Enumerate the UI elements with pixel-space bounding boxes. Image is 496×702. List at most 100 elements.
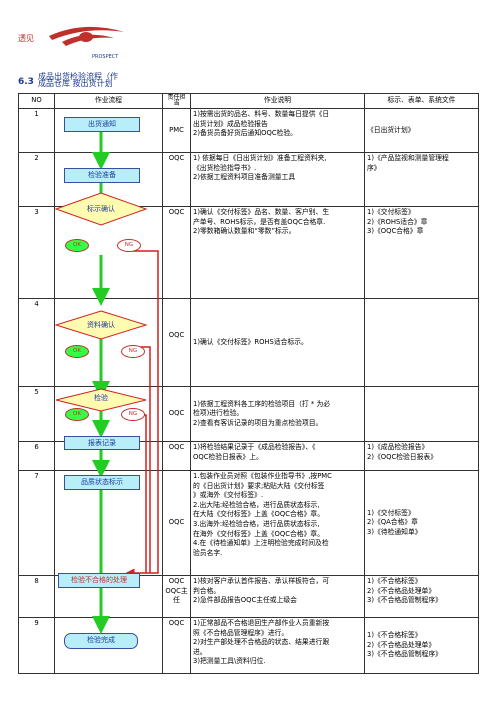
- desc-line: 检项)进行检验。: [193, 409, 244, 418]
- ok-badge: OK: [65, 408, 89, 421]
- node-label-confirm: 标示确认: [87, 205, 115, 213]
- flow-cell: [54, 298, 163, 387]
- row-resp: OQC: [162, 441, 191, 471]
- table-row: 8 OQC OQC主任 1)核对客户承认首件报告、承认样板符合，可 判合格。 2…: [18, 575, 479, 618]
- row-desc: 1)正常部品不合格退回生产部作业人员重新按 照《不合格品管理程序》进行。 2)对…: [190, 617, 365, 674]
- row-ref: 1)《交付标签》 2)《ROHS适合》章 3)《OQC合格》章: [364, 206, 479, 299]
- row-ref: 《日出货计划》: [364, 108, 479, 153]
- row-resp: OQC: [162, 470, 191, 576]
- ref-line: 1)《交付标签》: [367, 208, 415, 216]
- row-no: 9: [18, 617, 55, 674]
- section-title-text: 成品出货检验流程（作 成品仓库 按出货计划: [38, 72, 158, 88]
- desc-line: 2)零数箱确认数量和“零数”标示。: [193, 227, 296, 236]
- row-ref: 1)《不合格标签》 2)《不合格品处理单》 3)《不合格品管制程序》: [364, 617, 479, 674]
- row-ref: [364, 298, 479, 387]
- row-resp: OQC: [162, 617, 191, 674]
- desc-line: 》或海外《交付标签》.: [193, 491, 264, 500]
- desc-line: OQC检验日报表》上。: [193, 452, 263, 461]
- section-title-line2: 成品仓库 按出货计划: [38, 79, 113, 88]
- node-inspection-prep: 检验准备: [64, 168, 140, 183]
- desc-line: 2)依据工程资料项目准备测量工具: [193, 173, 296, 182]
- desc-line: 3)把测量工具\资料归位.: [193, 657, 266, 666]
- ref-line: 2)《不合格品处理单》: [367, 640, 436, 649]
- ref-line: 2)《OQC检验日报表》: [367, 452, 437, 461]
- logo-text: PROSPECT: [92, 54, 119, 60]
- desc-line: 1)依据工程资料各工序的检验项目（打 * 为必: [193, 399, 331, 408]
- ng-badge: NG: [121, 345, 145, 358]
- desc-line: 2)急件部品报告OQC主任或上级会: [193, 596, 297, 605]
- section-title-line1: 成品出货检验流程（作: [38, 72, 118, 81]
- node-inspect: 检验: [94, 394, 108, 402]
- row-resp: OQC: [162, 206, 191, 299]
- company-logo: PROSPECT: [49, 26, 124, 60]
- desc-line: 1)将检验结果记录于《成品检验报告》、《: [193, 443, 316, 451]
- row-desc: 1)确认《交付标签》品名、数量、客户别、生 产单号、ROHS标示，是否有盖OQC…: [190, 206, 365, 299]
- desc-line: 判合格。: [193, 586, 221, 595]
- row-ref: [364, 386, 479, 442]
- desc-line: 在海外《交付标签》上盖《OQC合格》章。: [193, 529, 324, 538]
- desc-line: 在大陆《交付标签》上盖《OQC合格》章。: [193, 510, 324, 519]
- row-desc: 1) 依据每日《日出货计划》准备工程资料夹, 《出货检验指导书》. 2)依据工程…: [190, 152, 365, 207]
- row-resp: OQC OQC主任: [162, 575, 191, 618]
- table-header-row: NO 作业流程 责任担当 作业说明 标示、表单、系统文件: [18, 93, 479, 109]
- row-no: 3: [18, 206, 55, 299]
- header-note: 透见: [18, 34, 34, 43]
- ref-line: 1)《产品监视和测量管理程: [367, 154, 449, 162]
- ref-line: 1)《成品检验报告》: [367, 443, 429, 451]
- ref-line: 1)《不合格标签》: [367, 577, 422, 585]
- header-flow: 作业流程: [54, 93, 163, 109]
- node-nonconforming: 检验不合格的处理: [58, 573, 140, 588]
- desc-line: 4.在《待检通知单》上注明检验完成时间及检: [193, 539, 329, 548]
- desc-line: 《出货检验指导书》.: [193, 163, 257, 172]
- ref-line: 3)《不合格品管制程序》: [367, 650, 442, 659]
- desc-line: 1.包装作业员对照《包装作业指导书》,按PMC: [193, 472, 332, 480]
- row-ref: 1)《交付标签》 2)《QA合格》章 3)《待检通知单》: [364, 470, 479, 576]
- row-no: 7: [18, 470, 55, 576]
- row-no: 2: [18, 152, 55, 207]
- ok-badge: OK: [65, 345, 89, 358]
- header-resp: 责任担当: [162, 93, 191, 109]
- row-desc: 1)核对客户承认首件报告、承认样板符合，可 判合格。 2)急件部品报告OQC主任…: [190, 575, 365, 618]
- ref-line: 2)《不合格品处理单》: [367, 586, 436, 595]
- row-desc: 1)确认《交付标签》ROHS适合标示。: [190, 298, 365, 387]
- ng-badge: NG: [121, 408, 145, 421]
- desc-line: 2)查看有客诉记录的项目为重点检验项目。: [193, 418, 323, 427]
- header-no: NO: [18, 93, 55, 109]
- row-no: 6: [18, 441, 55, 471]
- desc-line: 1)按需出货的品名、料号、数量每日提供《日: [193, 110, 330, 118]
- row-desc: 1)按需出货的品名、料号、数量每日提供《日 出货计划》成品检验报告 2)备货员备…: [190, 108, 365, 153]
- desc-line: 的《日出货计划》要求;粘贴大陆《交付标签: [193, 481, 325, 490]
- row-no: 8: [18, 575, 55, 618]
- row-no: 4: [18, 298, 55, 387]
- ng-badge: NG: [117, 239, 141, 252]
- desc-line: 1)确认《交付标签》ROHS适合标示。: [193, 337, 308, 346]
- row-no: 1: [18, 108, 55, 153]
- ref-line: 3)《OQC合格》章: [367, 227, 424, 236]
- node-inspection-complete: 检验完成: [64, 633, 138, 649]
- header-ref: 标示、表单、系统文件: [364, 93, 479, 109]
- ref-line: 1)《不合格标签》: [367, 631, 422, 640]
- ref-line: 2)《QA合格》章: [367, 518, 418, 527]
- desc-line: 2)备货员备好货后通知OQC检验。: [193, 129, 297, 138]
- ref-line: 3)《待检通知单》: [367, 527, 422, 536]
- ref-line: 1)《交付标签》: [367, 508, 415, 517]
- ref-line: 2)《ROHS适合》章: [367, 217, 428, 226]
- desc-line: 1)正常部品不合格退回生产部作业人员重新按: [193, 619, 330, 627]
- desc-line: 出货计划》成品检验报告: [193, 119, 268, 128]
- row-resp: OQC: [162, 298, 191, 387]
- desc-line: 1) 依据每日《日出货计划》准备工程资料夹,: [193, 154, 327, 162]
- flow-cell: [54, 206, 163, 299]
- desc-line: 2.出大陆:经检验合格，进行品质状态标示,: [193, 500, 320, 509]
- section-title: 6.3 成品出货检验流程（作 成品仓库 按出货计划: [18, 73, 118, 88]
- desc-line: 照《不合格品管理程序》进行。: [193, 628, 289, 637]
- header-desc: 作业说明: [190, 93, 365, 109]
- desc-line: 进。: [193, 647, 207, 656]
- row-ref: 1)《成品检验报告》 2)《OQC检验日报表》: [364, 441, 479, 471]
- node-quality-status: 品质状态标示: [64, 475, 140, 490]
- ref-line: 序》: [367, 163, 381, 172]
- desc-line: 产单号、ROHS标示，是否有盖OQC合格章.: [193, 217, 326, 226]
- desc-line: 1)核对客户承认首件报告、承认样板符合，可: [193, 577, 330, 585]
- desc-line: 3.出海外:经检验合格，进行品质状态标示,: [193, 519, 320, 528]
- node-data-confirm: 资料确认: [87, 321, 115, 329]
- row-resp: OQC: [162, 152, 191, 207]
